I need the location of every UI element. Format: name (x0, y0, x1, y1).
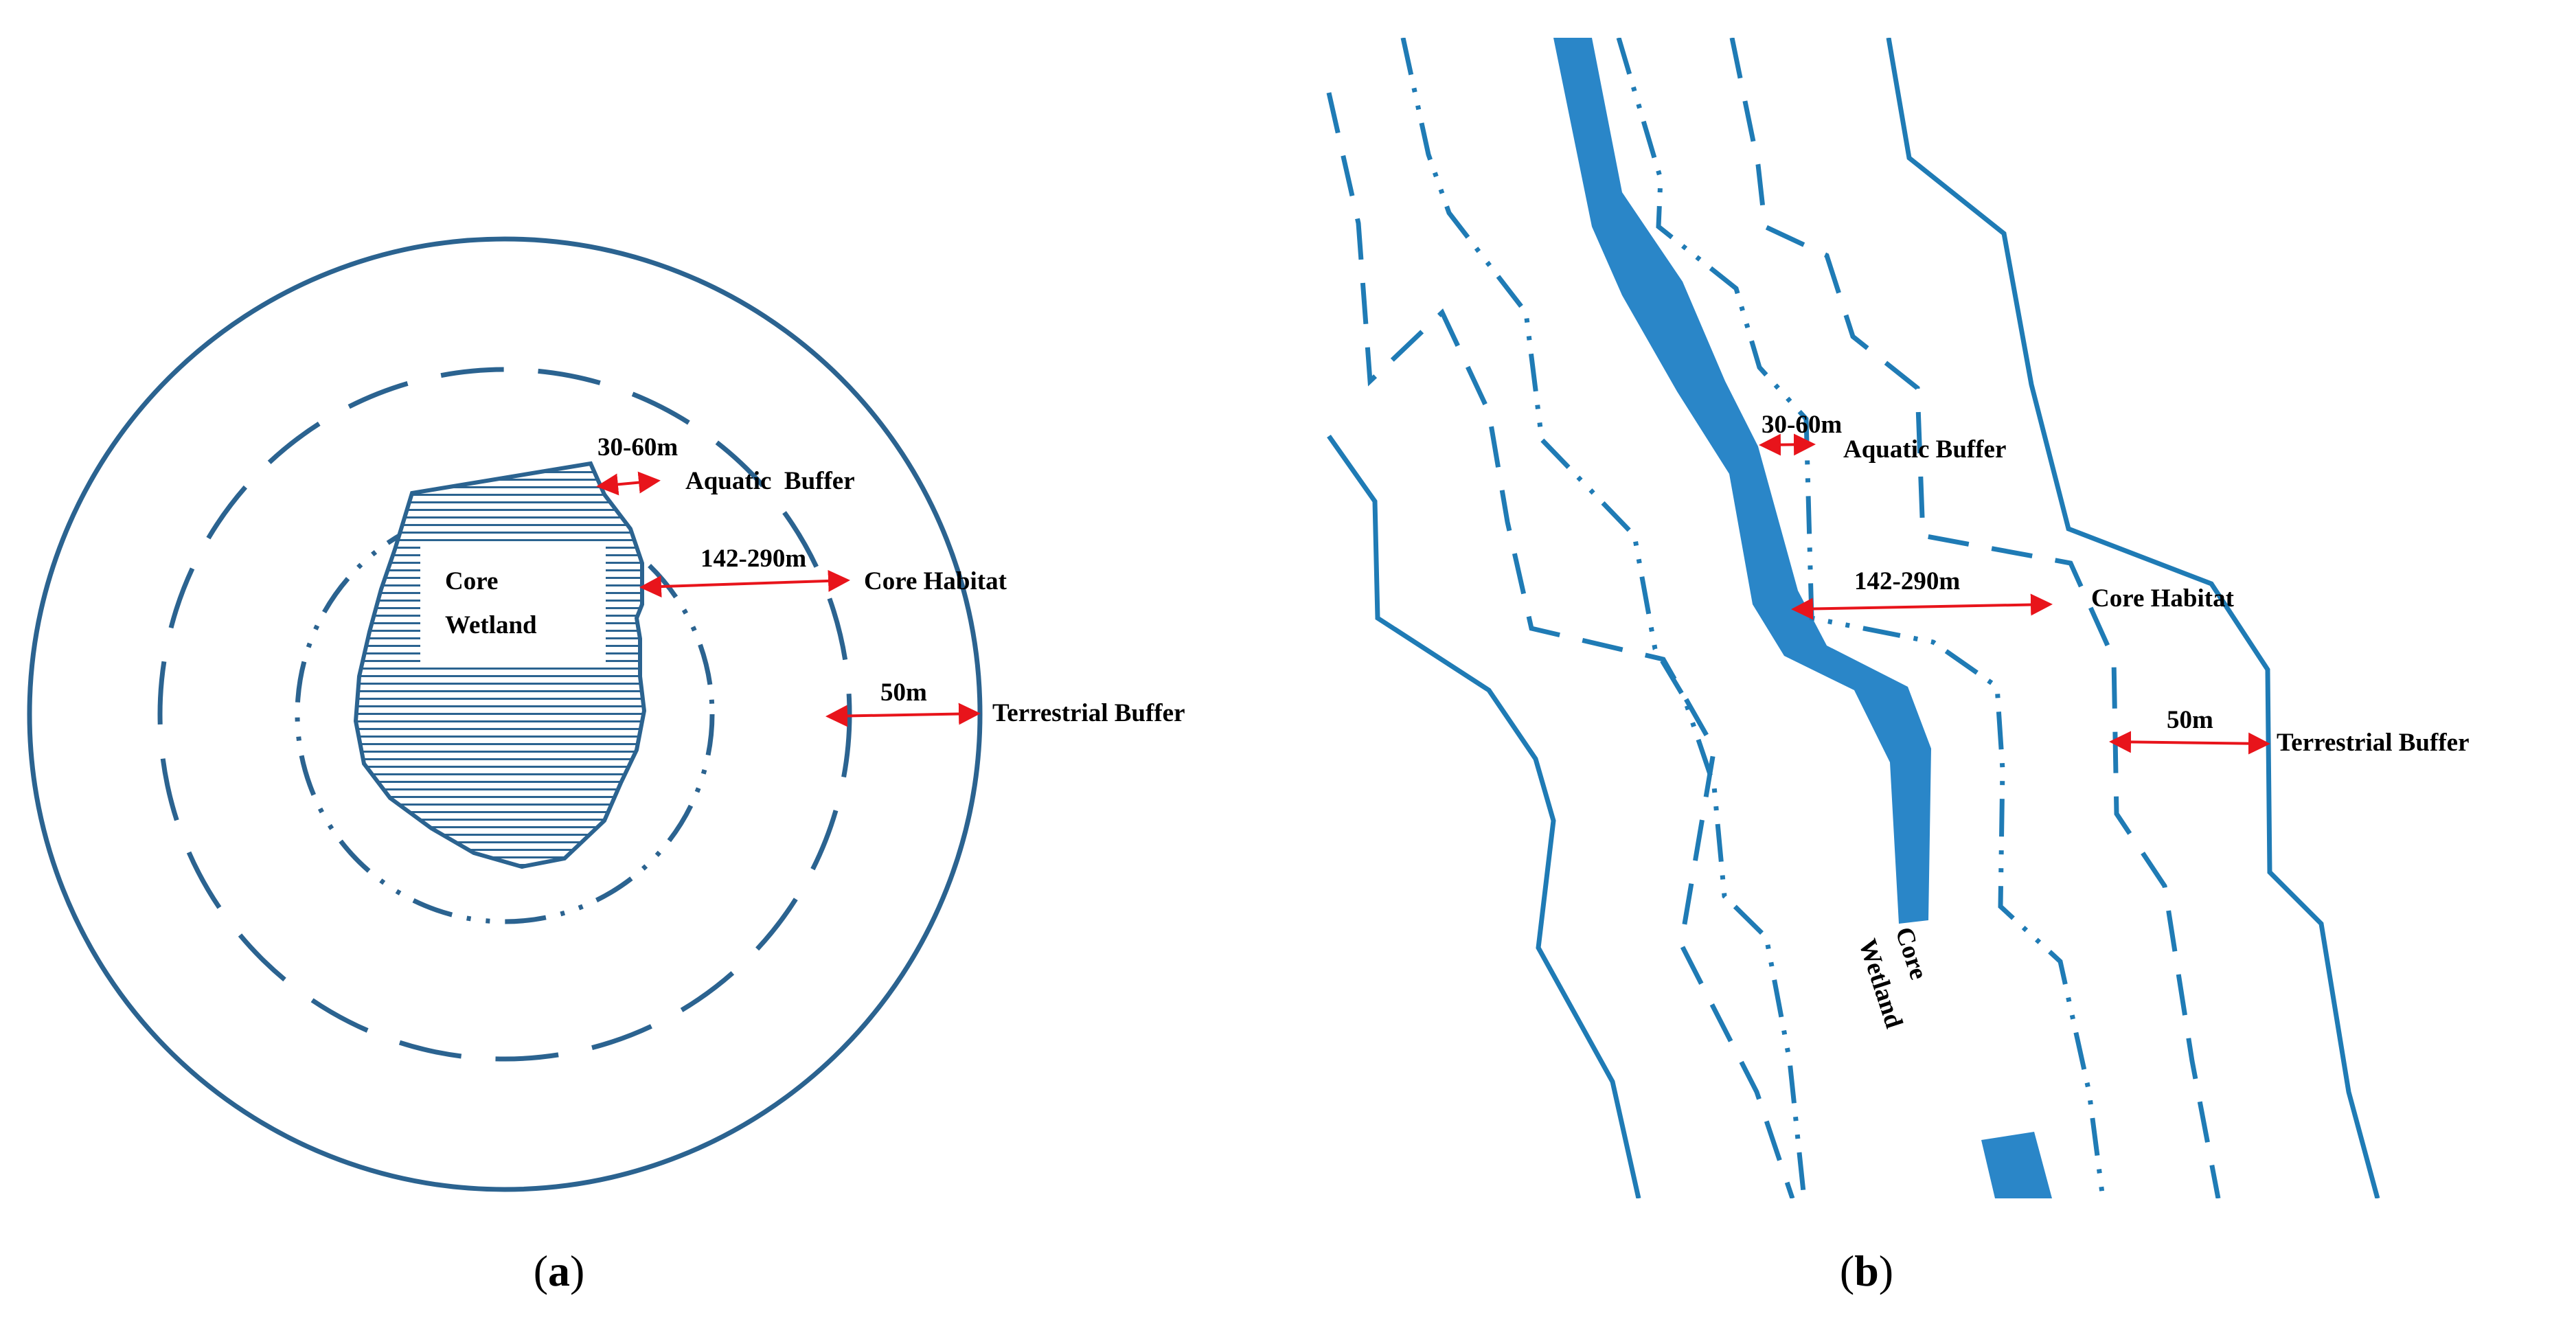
core-habitat-arrow-b (1791, 593, 2053, 620)
terrestrial-buffer-label-b: Terrestrial Buffer (2277, 729, 2470, 757)
core-habitat-boundary-right (1729, 38, 2221, 1198)
panel-a: Core Wetland 30-60m Aquatic Buffer 142-2… (27, 236, 1185, 1192)
core-wetland-label-a-line2: Wetland (445, 611, 537, 639)
core-habitat-label-b: Core Habitat (2091, 584, 2235, 613)
aquatic-buffer-boundary-left (1400, 38, 1807, 1198)
core-habitat-width-a: 142-290m (700, 545, 806, 573)
aquatic-buffer-label-b: Aquatic Buffer (1843, 435, 2006, 464)
caption-b: (b) (1840, 1246, 1893, 1295)
aquatic-buffer-width-a: 30-60m (597, 433, 678, 461)
terrestrial-buffer-label-a: Terrestrial Buffer (992, 699, 1185, 727)
terrestrial-buffer-arrow-a (825, 703, 981, 727)
aquatic-buffer-arrow-a (596, 471, 661, 496)
core-wetland-label-box (420, 546, 606, 663)
caption-b-letter: b (1854, 1246, 1879, 1295)
core-wetland-area (353, 461, 647, 869)
terrestrial-buffer-boundary-left (1327, 434, 1641, 1198)
aquatic-buffer-width-b: 30-60m (1762, 411, 1842, 439)
caption-a-letter: a (548, 1246, 570, 1295)
terrestrial-buffer-width-b: 50m (2167, 706, 2213, 734)
core-habitat-boundary-left (1326, 92, 1795, 1198)
terrestrial-buffer-width-a: 50m (880, 679, 927, 707)
core-wetland-label-b: Core Wetland (1853, 924, 1933, 1032)
caption-a: (a) (534, 1246, 585, 1295)
core-wetland-label-a-line1: Core (445, 567, 498, 595)
core-wetland-channel-end (1981, 1132, 2052, 1198)
terrestrial-buffer-arrow-b (2109, 731, 2270, 755)
aquatic-buffer-label-a: Aquatic Buffer (685, 467, 855, 495)
aquatic-buffer-arrow-b (1759, 433, 1816, 456)
terrestrial-buffer-boundary-right (1886, 38, 2380, 1198)
core-wetland-channel (1553, 38, 1931, 924)
core-wetland-label-b-line1: Core (1889, 924, 1933, 983)
core-habitat-arrow-a (639, 569, 850, 598)
core-habitat-label-a: Core Habitat (864, 567, 1007, 595)
panel-b: 30-60m Aquatic Buffer 142-290m Core Habi… (1326, 38, 2470, 1198)
core-habitat-width-b: 142-290m (1854, 567, 1960, 595)
aquatic-buffer-boundary-right (1616, 38, 2106, 1198)
